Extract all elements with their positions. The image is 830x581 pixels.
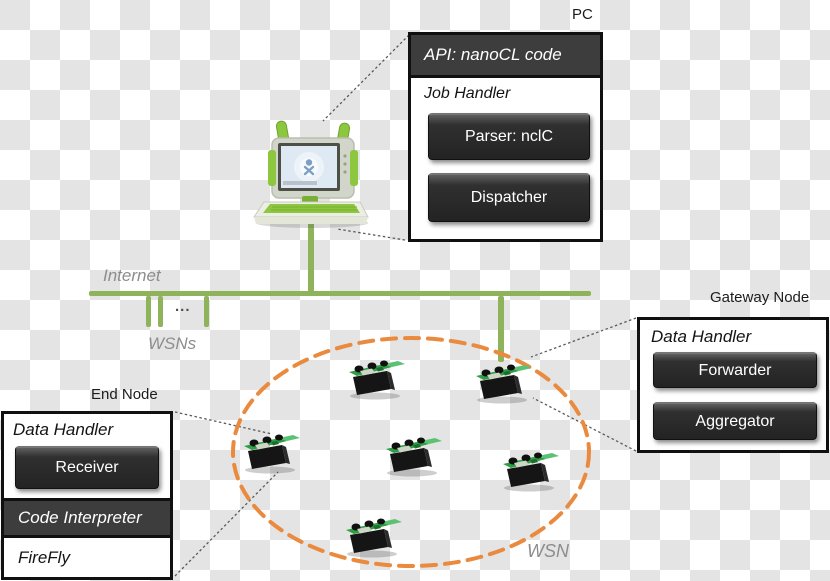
parser-button: Parser: nclC [428,113,590,160]
internet-label: Internet [103,266,161,285]
sensor-mote-icon-endnode [241,430,303,474]
gateway-node-box: Data Handler Forwarder Aggregator [637,317,829,453]
dispatcher-button: Dispatcher [428,173,590,222]
callout-line-api-bottom [336,228,406,241]
wsn-ellipse [231,336,591,568]
callout-line-endnode-top [174,411,273,435]
ellipsis-label: ... [175,298,191,315]
wsn-branch-stub-1 [146,296,151,327]
api-box: API: nanoCL code Job Handler Parser: ncl… [408,32,603,242]
internet-backbone-line [89,291,591,296]
firefly-layer: FireFly [4,538,170,577]
wsns-label: WSNs [148,334,197,353]
wsn-branch-stub-2 [158,296,163,327]
code-interpreter-label: Code Interpreter [18,508,142,527]
gateway-network-stub [498,296,504,362]
laptop-network-stub [308,222,314,292]
job-handler-label: Job Handler [424,85,511,102]
wsn-branch-stub-3 [204,296,209,327]
callout-line-endnode-bottom [174,471,279,577]
callout-line-gateway-top [530,317,637,358]
end-node-data-handler-label: Data Handler [13,420,114,439]
gateway-data-handler-label: Data Handler [651,327,752,346]
olpc-laptop-icon [253,120,369,228]
receiver-button: Receiver [15,446,159,489]
forwarder-button: Forwarder [653,352,817,388]
sensor-mote-icon-4 [383,433,445,477]
api-box-title: API: nanoCL code [424,45,562,64]
sensor-mote-icon-6 [343,514,405,558]
callout-line-api-top [322,34,410,122]
callout-line-gateway-bottom [532,397,637,452]
aggregator-button: Aggregator [653,402,817,440]
sensor-mote-icon-1 [346,356,408,400]
gateway-node-label: Gateway Node [710,289,810,306]
code-interpreter-layer: Code Interpreter [4,498,170,538]
wsn-label: WSN [527,541,569,561]
end-node-box: Data Handler Receiver Code Interpreter F… [1,411,173,580]
sensor-mote-icon-gateway [473,360,535,404]
api-box-header: API: nanoCL code [411,35,600,78]
end-node-data-handler-section: Data Handler Receiver [4,414,170,498]
sensor-mote-icon-5 [500,448,562,492]
pc-label: PC [572,6,593,23]
end-node-label: End Node [91,386,158,403]
firefly-label: FireFly [18,547,70,567]
